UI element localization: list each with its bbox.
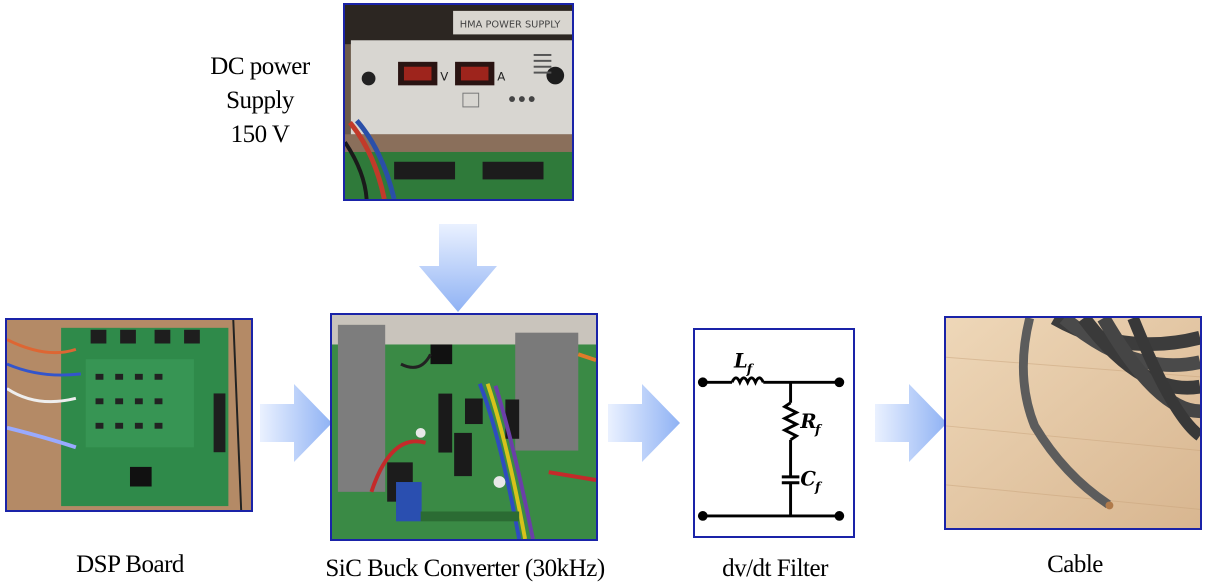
filter-capacitor-label: C <box>800 468 816 491</box>
power-supply-meter-a: A <box>497 69 505 83</box>
cable-photo <box>944 316 1202 530</box>
dsp-board-illustration <box>7 320 251 510</box>
filter-resistor-subscript: f <box>814 422 823 437</box>
power-supply-panel-text: HMA POWER SUPPLY <box>460 20 561 31</box>
converter-illustration <box>332 315 596 539</box>
converter-label: SiC Buck Converter (30kHz) <box>325 555 605 582</box>
filter-capacitor-subscript: f <box>814 480 823 495</box>
filter-schematic: L f R f C f <box>693 328 855 538</box>
power-supply-photo: HMA POWER SUPPLY V A <box>343 3 574 201</box>
power-supply-label-line1: DC power <box>210 53 310 80</box>
filter-circuit: L f R f C f <box>697 350 845 521</box>
filter-resistor-label: R <box>799 410 816 433</box>
filter-label: dv/dt Filter <box>722 555 828 582</box>
power-supply-label-line3: 150 V <box>230 121 290 148</box>
power-supply-illustration: HMA POWER SUPPLY V A <box>345 5 572 199</box>
filter-inductor-label: L <box>733 350 748 373</box>
power-supply-label-line2: Supply <box>226 87 294 114</box>
right-arrow-icon-2 <box>608 384 680 462</box>
power-supply-label: DC power Supply 150 V <box>180 50 340 152</box>
dsp-board-photo <box>5 318 253 512</box>
power-supply-meter-v: V <box>440 69 448 83</box>
cable-illustration <box>946 318 1200 528</box>
cable-label: Cable <box>1047 551 1103 578</box>
dsp-board-label: DSP Board <box>76 551 184 578</box>
filter-inductor-subscript: f <box>746 362 755 377</box>
right-arrow-icon-1 <box>260 384 332 462</box>
converter-photo <box>330 313 598 541</box>
down-arrow-icon <box>419 224 497 312</box>
right-arrow-icon-3 <box>875 384 947 462</box>
